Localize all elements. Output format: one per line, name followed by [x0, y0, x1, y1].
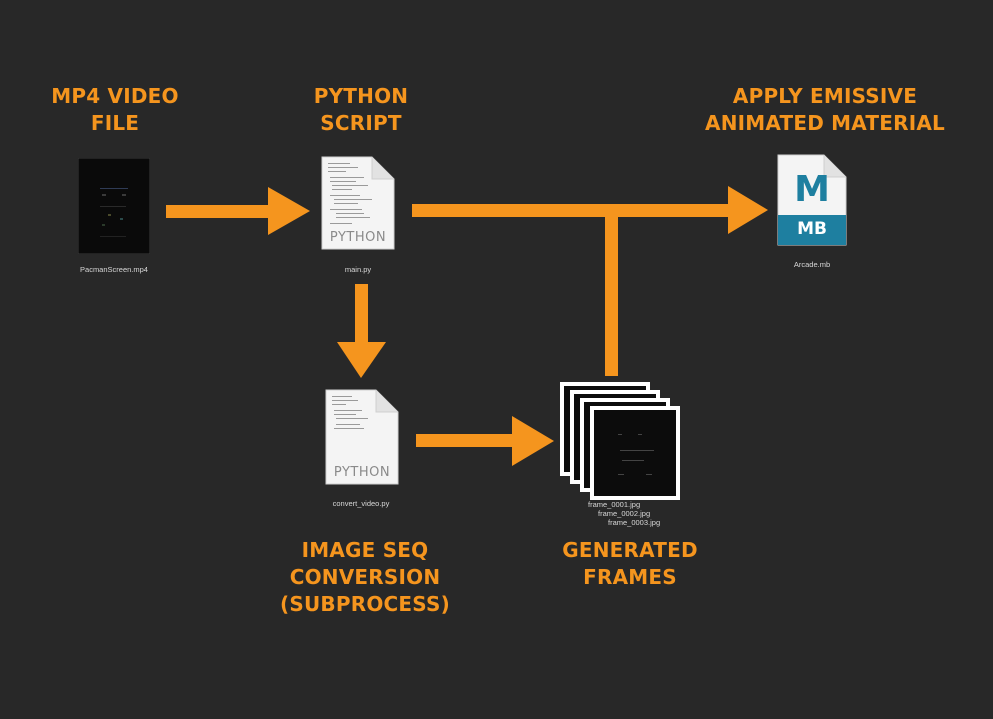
maya-filename: Arcade.mb [793, 260, 831, 269]
arrow-video-to-script-head [268, 187, 310, 235]
frame-filename-1: frame_0001.jpg [588, 500, 641, 509]
maya-binary-file-icon[interactable]: M MB [776, 153, 848, 247]
arrow-converter-to-frames [416, 434, 518, 447]
heading-line: IMAGE SEQ [301, 538, 429, 562]
convert-script-filename: convert_video.py [332, 499, 390, 508]
video-filename: PacmanScreen.mp4 [80, 265, 148, 274]
frame-filename-3: frame_0003.jpg [608, 518, 661, 527]
heading-generated-frames: GENERATED FRAMES [545, 537, 715, 591]
arrow-converter-to-frames-head [512, 416, 554, 466]
heading-image-seq-conversion: IMAGE SEQ CONVERSION (SUBPROCESS) [280, 537, 450, 618]
arrow-script-to-material-head [728, 186, 768, 234]
arrow-script-to-converter-head [337, 342, 386, 378]
main-script-filename: main.py [344, 265, 372, 274]
heading-mp4-video-file: MP4 VIDEO FILE [40, 83, 190, 137]
arrow-script-to-material [412, 204, 732, 217]
arrow-video-to-script [166, 205, 272, 218]
heading-line: FRAMES [583, 565, 677, 589]
python-badge-label: PYTHON [329, 230, 387, 245]
heading-line: MP4 VIDEO [51, 84, 179, 108]
python-file-icon[interactable]: PYTHON [320, 155, 396, 251]
video-file-icon[interactable] [77, 157, 151, 255]
arrow-script-to-converter [355, 284, 368, 346]
heading-line: SCRIPT [320, 111, 402, 135]
python-badge-label: PYTHON [333, 465, 391, 480]
frame-filename-2: frame_0002.jpg [598, 509, 651, 518]
heading-line: APPLY EMISSIVE [732, 84, 918, 108]
image-sequence-stack-icon[interactable] [556, 378, 688, 504]
heading-apply-material: APPLY EMISSIVE ANIMATED MATERIAL [705, 83, 945, 137]
heading-line: (SUBPROCESS) [280, 592, 450, 616]
connector-frames-to-main-line [605, 204, 618, 376]
maya-extension: MB [797, 219, 827, 239]
heading-line: GENERATED [562, 538, 698, 562]
heading-line: ANIMATED MATERIAL [705, 111, 945, 135]
heading-line: CONVERSION [289, 565, 441, 589]
python-file-icon[interactable]: PYTHON [324, 388, 400, 486]
maya-letter: M [794, 169, 830, 210]
heading-python-script: PYTHON SCRIPT [286, 83, 436, 137]
heading-line: PYTHON [313, 84, 409, 108]
heading-line: FILE [90, 111, 140, 135]
